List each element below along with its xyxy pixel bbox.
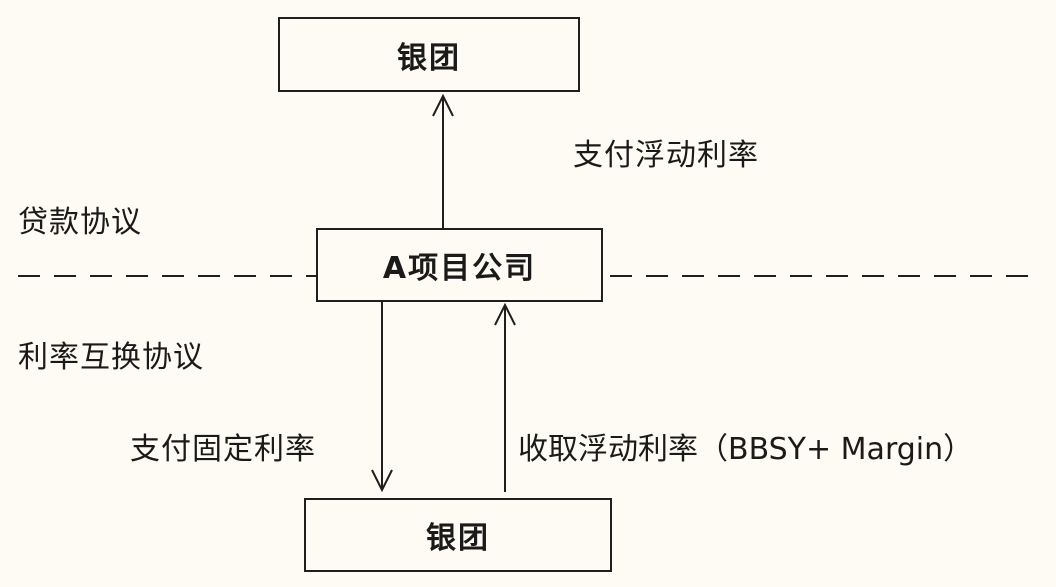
interest-rate-swap-agreement-label: 利率互换协议 (18, 340, 204, 375)
arrow-pay-floating-head (432, 93, 454, 117)
syndicate-box-top: 银团 (278, 17, 580, 92)
pay-fixed-rate-label: 支付固定利率 (130, 432, 316, 467)
project-company-box: A项目公司 (316, 228, 603, 302)
arrow-pay-fixed-head (371, 469, 393, 493)
receive-floating-rate-label: 收取浮动利率（BBSY+ Margin） (518, 432, 974, 467)
pay-floating-rate-label: 支付浮动利率 (573, 138, 759, 173)
arrow-receive-floating-head (494, 302, 516, 326)
loan-agreement-label: 贷款协议 (18, 205, 142, 240)
syndicate-box-bottom: 银团 (304, 498, 612, 572)
